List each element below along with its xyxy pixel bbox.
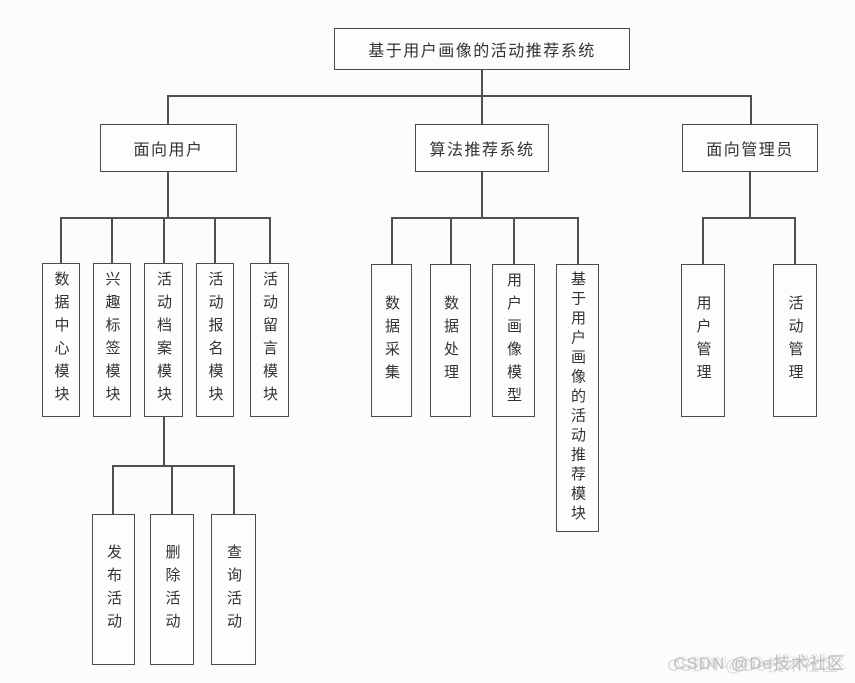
connector-line (391, 217, 579, 219)
node-interest-tag-module-label: 兴趣标签模块 (103, 271, 121, 409)
connector-line (750, 95, 752, 124)
connector-line (391, 217, 393, 264)
node-activity-message-module-label: 活动留言模块 (261, 271, 278, 409)
node-root: 基于用户画像的活动推荐系统 (334, 28, 630, 70)
node-interest-tag-module: 兴趣标签模块 (93, 263, 131, 417)
node-profile-recommendation-module: 基于用户画像的活动推荐模块 (556, 264, 599, 532)
node-activity-management-label: 活动管理 (786, 294, 804, 387)
node-profile-recommendation-module-label: 基于用户画像的活动推荐模块 (569, 271, 586, 525)
connector-line (112, 465, 114, 514)
connector-line (60, 217, 271, 219)
node-algorithm-system-label: 算法推荐系统 (429, 142, 535, 159)
connector-line (481, 172, 483, 219)
connector-line (171, 465, 173, 514)
node-user-facing: 面向用户 (100, 124, 237, 172)
connector-line (163, 217, 165, 263)
connector-line (163, 417, 165, 467)
node-data-collection-label: 数据采集 (383, 294, 400, 387)
node-admin-facing: 面向管理员 (682, 124, 818, 172)
connector-line (167, 95, 752, 97)
connector-line (794, 217, 796, 264)
node-activity-archive-module: 活动档案模块 (144, 263, 183, 417)
node-delete-activity-label: 删除活动 (163, 543, 181, 636)
node-user-profile-model: 用户画像模型 (492, 264, 535, 417)
connector-line (450, 217, 452, 264)
node-admin-facing-label: 面向管理员 (706, 142, 794, 159)
node-data-center-module: 数据中心模块 (42, 263, 80, 417)
node-user-management: 用户管理 (681, 264, 725, 417)
node-delete-activity: 删除活动 (150, 514, 194, 665)
connector-line (749, 172, 751, 219)
node-activity-signup-module-label: 活动报名模块 (206, 271, 224, 409)
connector-line (60, 217, 62, 263)
connector-line (112, 465, 235, 467)
node-activity-management: 活动管理 (773, 264, 817, 417)
node-publish-activity: 发布活动 (92, 514, 135, 665)
node-user-management-label: 用户管理 (694, 294, 712, 387)
node-query-activity-label: 查询活动 (225, 543, 242, 636)
connector-line (269, 217, 271, 263)
connector-line (513, 217, 515, 264)
node-data-processing: 数据处理 (430, 264, 471, 417)
connector-line (481, 70, 483, 97)
node-query-activity: 查询活动 (211, 514, 256, 665)
connector-line (111, 217, 113, 263)
node-root-label: 基于用户画像的活动推荐系统 (368, 43, 596, 60)
connector-line (233, 465, 235, 514)
node-activity-message-module: 活动留言模块 (250, 263, 289, 417)
node-activity-signup-module: 活动报名模块 (196, 263, 234, 417)
csdn-watermark: CSDN @De技术社区 (673, 654, 845, 673)
node-algorithm-system: 算法推荐系统 (415, 124, 549, 172)
connector-line (702, 217, 796, 219)
node-user-facing-label: 面向用户 (133, 142, 204, 159)
connector-line (702, 217, 704, 264)
node-user-profile-model-label: 用户画像模型 (505, 271, 522, 410)
connector-line (577, 217, 579, 264)
node-data-center-module-label: 数据中心模块 (52, 271, 70, 409)
connector-line (167, 95, 169, 124)
node-data-collection: 数据采集 (371, 264, 412, 417)
node-activity-archive-module-label: 活动档案模块 (155, 271, 172, 409)
connector-line (167, 172, 169, 219)
node-publish-activity-label: 发布活动 (105, 543, 122, 636)
connector-line (214, 217, 216, 263)
connector-line (481, 95, 483, 124)
node-data-processing-label: 数据处理 (442, 294, 459, 387)
